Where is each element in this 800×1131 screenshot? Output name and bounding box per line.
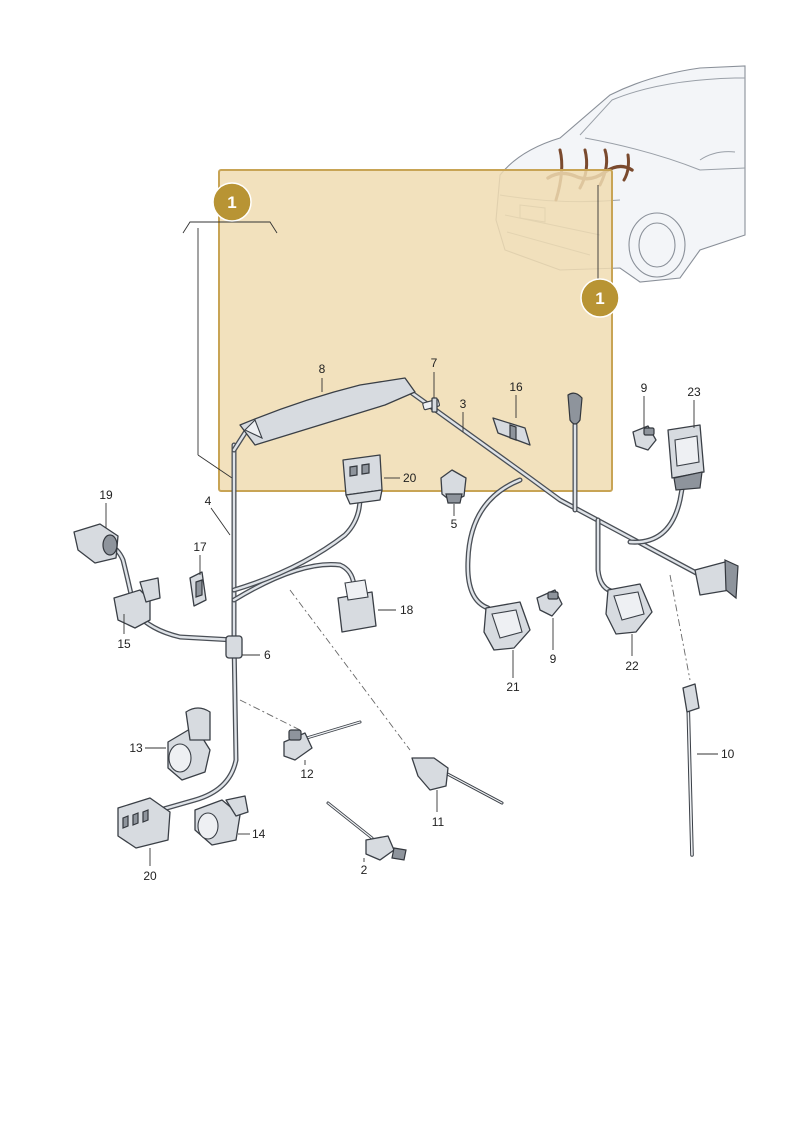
- sleeve-part-13: [167, 707, 211, 781]
- connector-part-20-lower: [117, 797, 171, 849]
- clip-part-11: [411, 757, 504, 805]
- holder-part-15: [113, 577, 161, 629]
- badge-label-left: 1: [227, 193, 236, 212]
- label-part-20-upper: 20: [403, 471, 417, 485]
- label-part-3: 3: [460, 397, 467, 411]
- label-part-23: 23: [687, 385, 701, 399]
- bracket-part-8: [239, 377, 416, 446]
- screw-part-7: [422, 397, 440, 413]
- connector-part-19: [73, 523, 119, 564]
- cable-tie-part-10: [682, 683, 700, 857]
- label-part-9-upper: 9: [641, 381, 648, 395]
- connector-part-22: [605, 583, 653, 635]
- connector-part-20-upper: [342, 454, 383, 505]
- label-part-14: 14: [252, 827, 266, 841]
- label-part-17: 17: [193, 540, 207, 554]
- clip-part-2: [326, 801, 407, 861]
- label-part-12: 12: [300, 767, 314, 781]
- label-part-21: 21: [506, 680, 520, 694]
- clip-part-12: [283, 720, 362, 761]
- label-part-13: 13: [129, 741, 143, 755]
- numbered-circle-icon: 1: [212, 182, 252, 222]
- label-part-8: 8: [319, 362, 326, 376]
- label-part-10: 10: [721, 747, 735, 761]
- clip-part-6: [225, 635, 243, 659]
- label-part-22: 22: [625, 659, 639, 673]
- label-part-9-lower: 9: [550, 652, 557, 666]
- connector-part-18: [337, 579, 377, 633]
- ground-terminal-part-3: [567, 392, 583, 425]
- part-labels: 8 7 3 16 9 23 20 5 4 17 19 15 6 18 21 9 …: [99, 356, 734, 883]
- label-part-15: 15: [117, 637, 131, 651]
- label-part-11: 11: [432, 815, 445, 829]
- label-part-20-lower: 20: [143, 869, 157, 883]
- sensor-part-9-lower: [536, 589, 563, 617]
- clip-part-16: [492, 417, 531, 446]
- numbered-circle-icon: 1: [580, 278, 620, 318]
- sleeve-part-14: [194, 795, 249, 846]
- label-part-6: 6: [264, 648, 271, 662]
- label-part-2: 2: [361, 863, 368, 877]
- connector-part-23: [667, 424, 705, 491]
- highlight-region: [218, 169, 613, 492]
- label-part-16: 16: [509, 380, 523, 394]
- label-part-19: 19: [99, 488, 113, 502]
- grommet-part-5: [440, 469, 467, 504]
- label-part-7: 7: [431, 356, 438, 370]
- connector-part-21: [483, 601, 531, 651]
- badge-label-car: 1: [595, 289, 604, 308]
- end-terminal-right: [694, 559, 739, 600]
- sensor-part-9-upper: [632, 425, 657, 451]
- label-part-5: 5: [451, 517, 458, 531]
- label-part-4: 4: [205, 494, 212, 508]
- leader-lines: [105, 372, 718, 866]
- label-part-18: 18: [400, 603, 414, 617]
- clip-part-17: [189, 571, 207, 607]
